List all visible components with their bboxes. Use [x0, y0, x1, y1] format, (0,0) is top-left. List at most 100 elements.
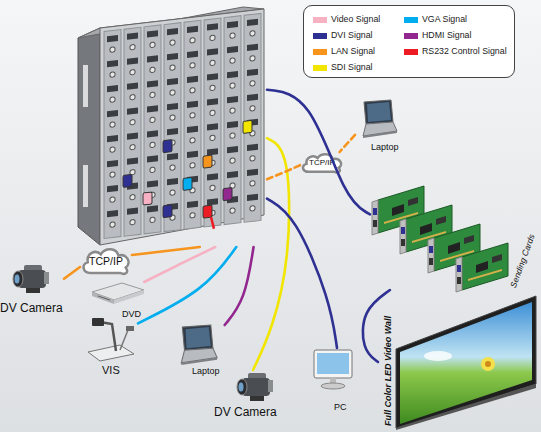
graphic-part — [107, 110, 118, 117]
graphic-part — [147, 205, 158, 212]
graphic-part — [110, 222, 115, 228]
graphic-part — [100, 322, 116, 351]
legend-swatch — [313, 33, 327, 39]
graphic-part — [127, 133, 138, 140]
graphic-part — [187, 101, 198, 108]
graphic-part — [127, 108, 138, 115]
graphic-part — [373, 208, 377, 215]
graphic-part — [429, 258, 433, 265]
legend-swatch — [313, 17, 327, 23]
camera-device: DV Camera — [212, 370, 294, 424]
graphic-part — [230, 208, 235, 214]
graphic-part — [207, 23, 218, 30]
graphic-part — [150, 92, 155, 98]
graphic-part — [227, 121, 238, 128]
graphic-part — [170, 65, 175, 71]
graphic-part — [485, 361, 491, 367]
graphic-part — [207, 73, 218, 80]
graphic-part — [268, 380, 273, 392]
legend-swatch — [313, 49, 327, 55]
graphic-part — [147, 80, 158, 87]
legend-box: Video SignalVGA SignalDVI SignalHDMI Sig… — [303, 5, 515, 78]
graphic-part — [164, 23, 181, 232]
device-label: VIS — [102, 364, 120, 377]
graphic-part — [457, 265, 461, 272]
signal-cable — [267, 90, 370, 215]
graphic-part — [187, 51, 198, 58]
device-label: DVD — [122, 309, 141, 319]
graphic-part — [150, 67, 155, 73]
signal-cable — [144, 247, 215, 282]
graphic-part — [147, 55, 158, 62]
graphic-part — [250, 30, 255, 36]
graphic-part — [130, 219, 135, 225]
graphic-part — [239, 383, 244, 392]
network-cloud: TCP/IP — [300, 152, 344, 174]
graphic-part — [492, 254, 502, 263]
graphic-part — [456, 243, 508, 292]
graphic-part — [190, 62, 195, 68]
graphic-part — [83, 65, 88, 107]
pc-device: PC — [312, 348, 362, 414]
graphic-part — [207, 173, 218, 180]
graphic-part — [203, 155, 212, 168]
signal-cable — [340, 135, 355, 152]
graphic-part — [150, 117, 155, 123]
graphic-part — [126, 326, 134, 331]
chassis-shape — [75, 5, 267, 247]
graphic-part — [104, 30, 121, 239]
sending-cards: Sending Cards — [370, 182, 536, 290]
graphic-part — [92, 292, 114, 304]
graphic-part — [170, 165, 175, 171]
graphic-part — [464, 235, 474, 244]
graphic-part — [481, 357, 495, 371]
graphic-part — [468, 269, 502, 281]
wall-shape — [378, 294, 538, 430]
graphic-part — [147, 180, 158, 187]
graphic-part — [247, 19, 258, 26]
graphic-part — [210, 185, 215, 191]
graphic-part — [207, 48, 218, 55]
graphic-part — [210, 60, 215, 66]
graphic-part — [448, 242, 460, 254]
graphic-part — [167, 178, 178, 185]
graphic-part — [26, 288, 40, 293]
graphic-part — [204, 18, 221, 227]
graphic-part — [110, 97, 115, 103]
graphic-part — [211, 217, 214, 229]
graphic-part — [110, 72, 115, 78]
graphic-part — [428, 238, 434, 273]
graphic-part — [190, 137, 195, 143]
signal-cable — [132, 247, 200, 255]
graphic-part — [110, 172, 115, 178]
graphic-part — [207, 148, 218, 155]
graphic-part — [230, 133, 235, 139]
graphic-part — [230, 158, 235, 164]
device-label: Laptop — [371, 142, 399, 152]
graphic-part — [130, 44, 135, 50]
graphic-part — [110, 147, 115, 153]
graphic-part — [187, 126, 198, 133]
graphic-part — [227, 96, 238, 103]
graphic-part — [104, 13, 261, 241]
graphic-part — [187, 26, 198, 33]
laptop-device: Laptop — [355, 100, 421, 158]
dvd-shape — [92, 282, 144, 306]
graphic-part — [107, 160, 118, 167]
graphic-part — [424, 351, 452, 361]
device-label: DV Camera — [214, 406, 277, 420]
graphic-part — [124, 27, 141, 236]
led-video-wall: Full Color LED Video Wall — [378, 294, 538, 430]
graphic-part — [247, 44, 258, 51]
camera-shape — [232, 370, 274, 404]
graphic-part — [92, 318, 104, 326]
matrix-chassis — [75, 5, 267, 247]
graphic-part — [210, 85, 215, 91]
signal-cable — [64, 267, 80, 279]
graphic-part — [247, 69, 258, 76]
graphic-part — [88, 345, 134, 361]
graphic-part — [210, 135, 215, 141]
graphic-part — [110, 47, 115, 53]
graphic-part — [247, 169, 258, 176]
graphic-part — [210, 35, 215, 41]
